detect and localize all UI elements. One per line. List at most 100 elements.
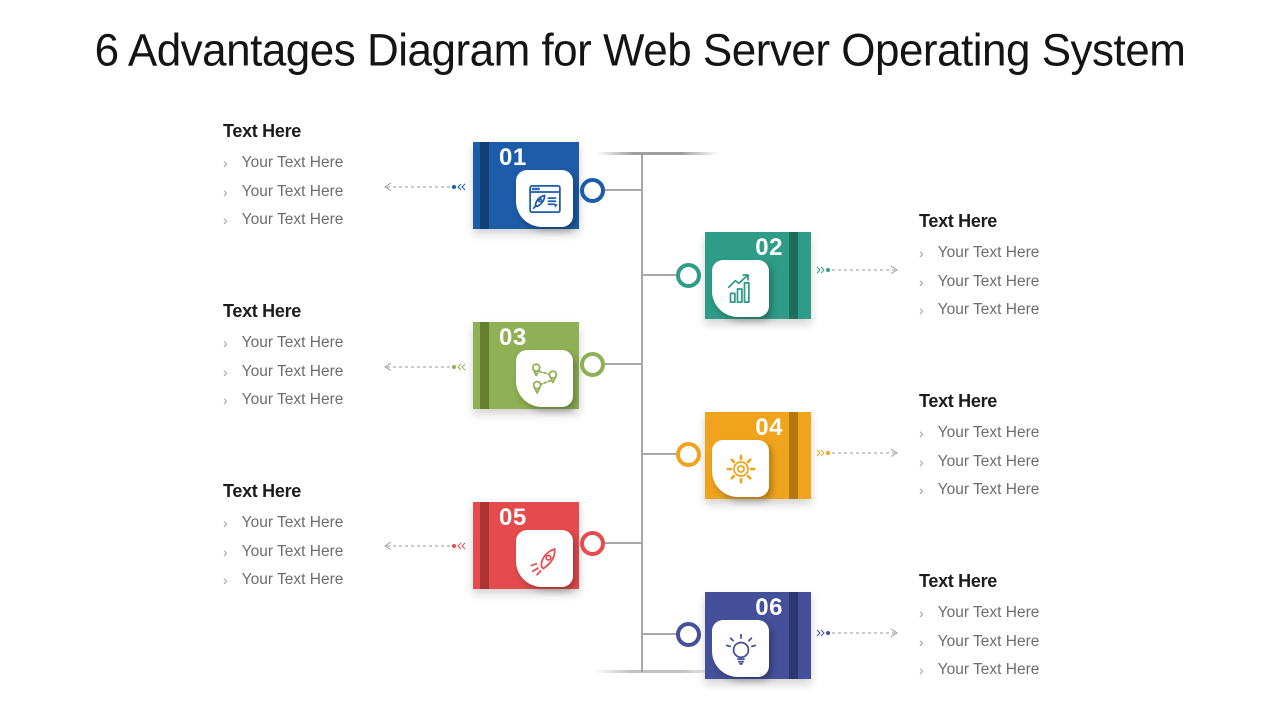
step-icon-tile (516, 170, 573, 227)
timeline-node-04 (676, 442, 701, 467)
list-item: › Your Text Here (919, 419, 1099, 448)
bullet-chevron: › (223, 572, 228, 589)
bullet-chevron: › (919, 302, 924, 319)
list-item-text: Your Text Here (241, 182, 344, 200)
list-item-text: Your Text Here (241, 334, 344, 352)
bullet-chevron: › (919, 425, 924, 442)
list-item: › Your Text Here (223, 206, 403, 235)
text-block-heading: Text Here (223, 301, 302, 321)
text-block-03: Text Here › Your Text Here › Your Text Her… (223, 301, 403, 415)
step-box-04: 04 (705, 412, 811, 499)
connector-line (592, 363, 641, 365)
timeline-node-02 (676, 263, 701, 288)
step-number: 06 (755, 594, 783, 621)
list-item: › Your Text Here (919, 599, 1099, 628)
list-item-text: Your Text Here (937, 604, 1040, 622)
list-item-text: Your Text Here (241, 154, 344, 172)
bullet-chevron: › (223, 543, 228, 560)
text-block-04: Text Here › Your Text Here › Your Text Her… (919, 391, 1099, 505)
connector-line (592, 189, 641, 191)
step-number: 01 (499, 144, 527, 171)
list-item: › Your Text Here (223, 149, 403, 178)
list-item: › Your Text Here (919, 448, 1099, 477)
step-box-03: 03 (473, 322, 579, 409)
list-item-text: Your Text Here (937, 424, 1040, 442)
bullet-chevron: › (223, 515, 228, 532)
bullet-chevron: › (919, 273, 924, 290)
bullet-chevron: › (919, 245, 924, 262)
timeline-node-05 (580, 531, 605, 556)
list-item: ›Your Text Here (919, 296, 1099, 325)
text-block-heading: Text Here (919, 391, 998, 411)
connector-arrow-right-04 (816, 446, 898, 460)
list-item: ›Your Text Here (919, 239, 1099, 268)
connector-arrow-right-06 (816, 626, 898, 640)
bullet-chevron: › (223, 335, 228, 352)
connector-arrow-left-03 (384, 360, 466, 374)
box-spine (480, 322, 489, 409)
bullet-chevron: › (223, 183, 228, 200)
timeline-node-06 (676, 622, 701, 647)
timeline-node-03 (580, 352, 605, 377)
bullet-chevron: › (919, 662, 924, 679)
bullet-chevron: › (223, 212, 228, 229)
text-block-01: Text Here › Your Text Here › Your Text Her… (223, 121, 403, 235)
connector-line (642, 453, 688, 455)
list-item: › Your Text Here (223, 178, 403, 207)
step-box-05: 05 (473, 502, 579, 589)
box-spine (480, 142, 489, 229)
box-spine (789, 412, 798, 499)
box-spine (789, 592, 798, 679)
page-title: 6 Advantages Diagram for Web Server Oper… (94, 25, 1186, 76)
timeline-node-01 (580, 178, 605, 203)
step-icon-tile (712, 440, 769, 497)
list-item: › Your Text Here (223, 566, 403, 595)
gear-icon (726, 454, 755, 483)
text-block-02: Text Here ›Your Text Here ›Your Text Her… (919, 211, 1099, 325)
timeline-endcap-bottom (594, 670, 720, 673)
connector-line (592, 542, 641, 544)
growth-chart-icon (727, 273, 750, 303)
step-number: 03 (499, 324, 527, 351)
rocket-icon (530, 547, 556, 576)
bullet-chevron: › (919, 633, 924, 650)
bullet-chevron: › (919, 605, 924, 622)
list-item-text: Your Text Here (241, 514, 344, 532)
step-number: 04 (755, 414, 783, 441)
list-item-text: Your Text Here (241, 542, 344, 560)
connector-line (642, 274, 688, 276)
bullet-chevron: › (919, 482, 924, 499)
list-item: › Your Text Here (919, 628, 1099, 657)
list-item-text: Your Text Here (241, 571, 344, 589)
step-icon-tile (712, 620, 769, 677)
text-block-05: Text Here ›Your Text Here ›Your Text Her… (223, 481, 403, 595)
route-map-pins-icon (531, 362, 557, 394)
connector-arrow-left-05 (384, 539, 466, 553)
connector-line (642, 633, 688, 635)
bullet-chevron: › (223, 392, 228, 409)
list-item-text: Your Text Here (937, 661, 1040, 679)
text-block-heading: Text Here (223, 121, 302, 141)
list-item-text: Your Text Here (937, 272, 1040, 290)
list-item-text: Your Text Here (937, 632, 1040, 650)
text-block-06: Text Here ›Your Text Here ›Your Text Her… (919, 571, 1099, 685)
bullet-chevron: › (919, 453, 924, 470)
list-item: › Your Text Here (919, 656, 1099, 685)
box-spine (480, 502, 489, 589)
bullet-chevron: › (223, 363, 228, 380)
lightbulb-icon (725, 633, 756, 665)
list-item-text: Your Text Here (241, 391, 344, 409)
list-item-text: Your Text Here (937, 452, 1040, 470)
bullet-chevron: › (223, 155, 228, 172)
connector-arrow-left-01 (384, 180, 466, 194)
rocket-launch-browser-icon (528, 184, 561, 213)
list-item: › Your Text Here (223, 509, 403, 538)
step-icon-tile (516, 350, 573, 407)
step-number: 02 (755, 234, 783, 261)
step-number: 05 (499, 504, 527, 531)
step-icon-tile (516, 530, 573, 587)
list-item: › Your Text Here (223, 386, 403, 415)
connector-arrow-right-02 (816, 263, 898, 277)
list-item-text: Your Text Here (241, 211, 344, 229)
